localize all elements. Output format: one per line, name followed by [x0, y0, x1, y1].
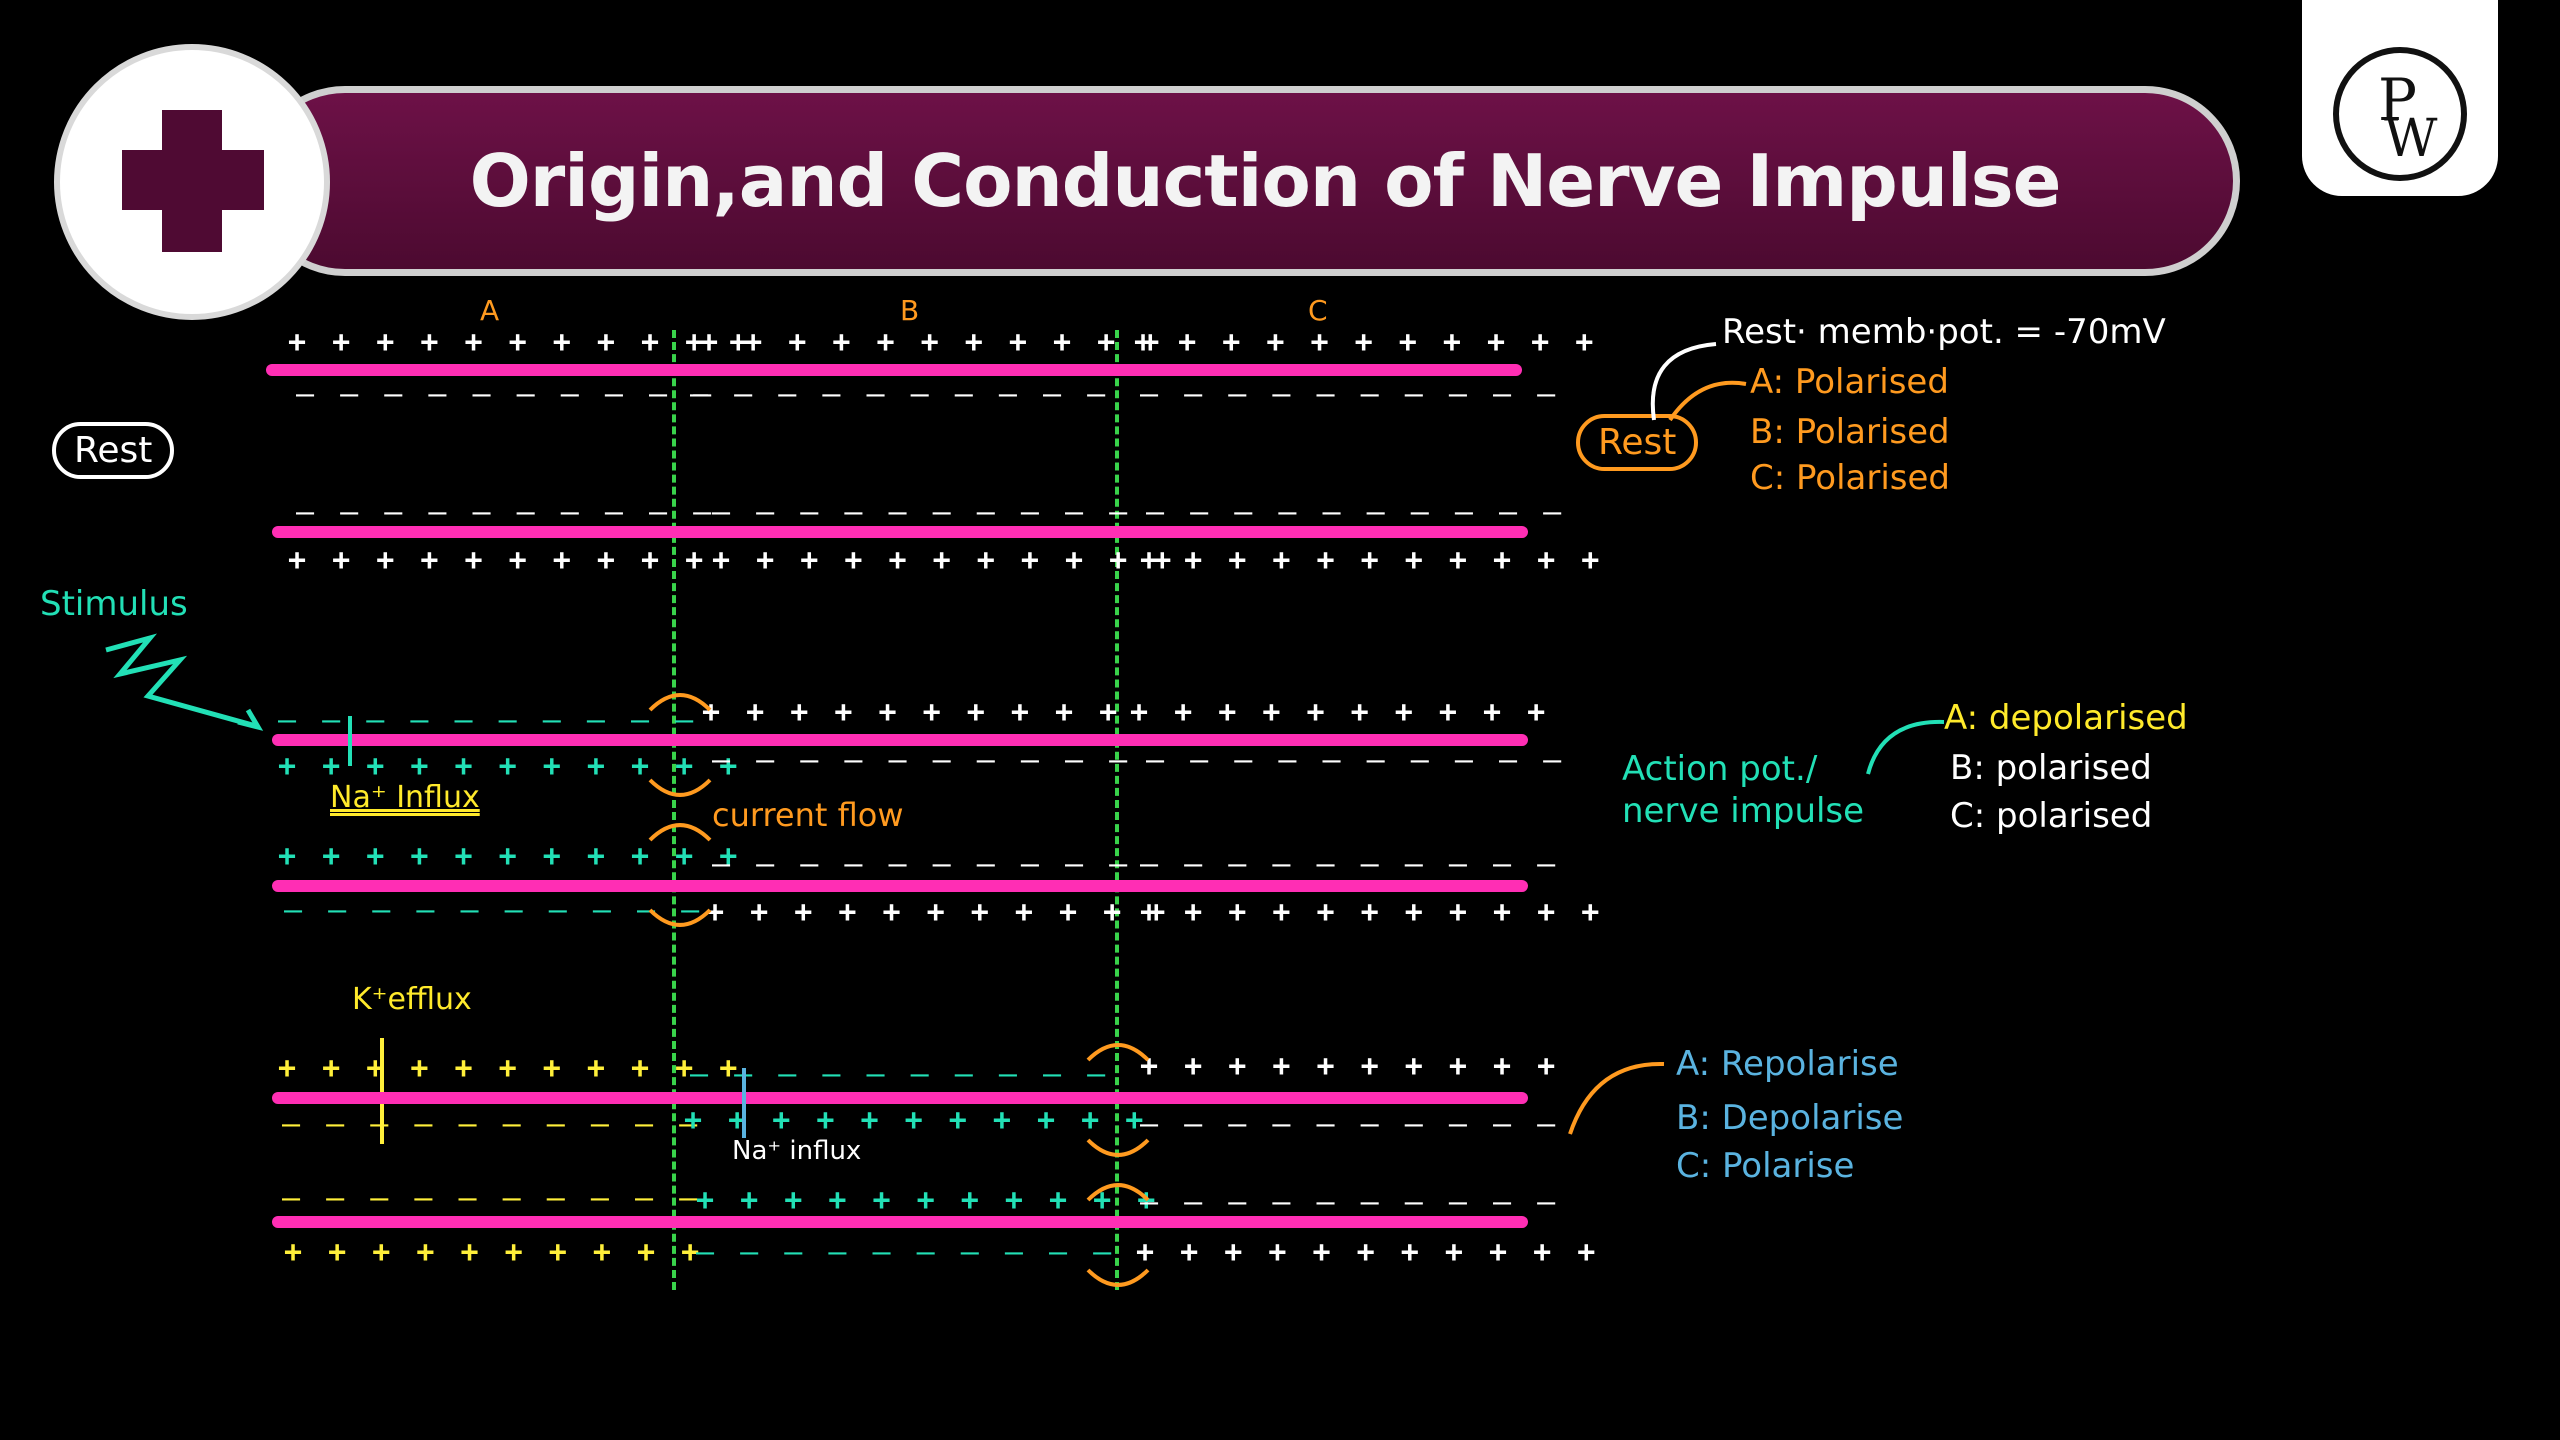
title-banner [250, 86, 2240, 276]
charges-row2-top-a: — — — — — — — — — — [296, 495, 716, 530]
action-arrow-icon [1866, 719, 1945, 775]
na-influx-arrow-2 [742, 1068, 746, 1138]
charges-row5-top-c: + + + + + + + + + + [1140, 1049, 1560, 1084]
charges-row5-bot-b: + + + + + + + + + + + [684, 1103, 1148, 1138]
rest-potential-note: Rest· memb·pot. = -70mV [1722, 312, 2166, 352]
charges-row6-top-a: — — — — — — — — — — [282, 1181, 702, 1216]
stimulus-label: Stimulus [40, 584, 188, 624]
rest-item-c: C: Polarised [1750, 458, 1951, 498]
rest-item-b: B: Polarised [1750, 412, 1950, 452]
charges-row3-bot-b: — — — — — — — — — — [712, 743, 1132, 778]
segment-label-c: C [1308, 294, 1328, 327]
charges-row1-bot-c: — — — — — — — — — — [1140, 377, 1560, 412]
charges-row6-top-b: + + + + + + + + + + + [696, 1183, 1160, 1218]
current-flow-arcs-2-icon [1086, 1043, 1150, 1287]
charges-row4-bot-b: + + + + + + + + + + + [706, 895, 1170, 930]
charges-row4-top-b: — — — — — — — — — — [712, 847, 1132, 882]
charges-row3-top-c: + + + + + + + + + + [1130, 695, 1550, 730]
pw-badge [2302, 0, 2498, 196]
charges-row3-top-a: — — — — — — — — — — [278, 703, 698, 738]
k-efflux-arrow [380, 1038, 384, 1144]
plus-icon-horizontal [122, 150, 264, 210]
page-title: Origin,and Conduction of Nerve Impulse [469, 139, 2062, 223]
charges-row1-bot-b: — — — — — — — — — — [690, 377, 1110, 412]
stimulus-zigzag-icon [105, 633, 264, 731]
charges-row4-top-a: + + + + + + + + + + + [278, 839, 742, 874]
charges-row5-top-a: + + + + + + + + + + + [278, 1051, 742, 1086]
repol-item-b: B: Depolarise [1676, 1098, 1904, 1138]
membrane-6 [272, 1216, 1528, 1228]
membrane-5 [272, 1092, 1528, 1104]
action-potential-tag: Action pot./ nerve impulse [1622, 749, 1865, 831]
charges-row2-bot-c: + + + + + + + + + + + [1140, 543, 1604, 578]
rest-item-a: A: Polarised [1750, 362, 1949, 402]
repol-arrow-icon [1568, 1061, 1665, 1135]
charges-row2-bot-a: + + + + + + + + + + [288, 543, 708, 578]
current-flow-arcs-icon [648, 693, 712, 927]
charges-row2-top-b: — — — — — — — — — — [712, 495, 1132, 530]
charges-row2-bot-b: + + + + + + + + + + + [712, 543, 1176, 578]
segment-label-b: B [900, 294, 920, 327]
charges-row6-bot-a: + + + + + + + + + + [284, 1235, 704, 1270]
charges-row6-bot-c: + + + + + + + + + + + [1136, 1235, 1600, 1270]
charges-row2-top-c: — — — — — — — — — — [1146, 495, 1566, 530]
charges-row1-top-b: + + + + + + + + + + + [700, 325, 1164, 360]
segment-label-a: A [480, 294, 500, 327]
divider-bc [1115, 330, 1119, 1290]
action-item-c: C: polarised [1950, 796, 2153, 836]
membrane-3 [272, 734, 1528, 746]
charges-row1-top-c: + + + + + + + + + + + [1134, 325, 1598, 360]
membrane-2 [272, 526, 1528, 538]
na-influx-arrow-1 [348, 716, 352, 766]
charges-row5-bot-c: — — — — — — — — — — [1140, 1107, 1560, 1142]
pw-logo-w: W [2384, 109, 2438, 169]
rest-pill: Rest [52, 422, 175, 479]
action-item-a: A: depolarised [1944, 698, 2188, 738]
charges-row6-bot-b: — — — — — — — — — — [696, 1235, 1116, 1270]
charges-row4-bot-a: — — — — — — — — — — [284, 893, 704, 928]
action-item-b: B: polarised [1950, 748, 2152, 788]
charges-row6-top-c: — — — — — — — — — — [1140, 1185, 1560, 1220]
k-efflux-label: K⁺efflux [352, 982, 472, 1017]
na-influx-label-1: Na⁺ Influx [330, 780, 480, 815]
na-influx-label-2: Na⁺ influx [732, 1136, 862, 1166]
membrane-4 [272, 880, 1528, 892]
repol-item-a: A: Repolarise [1676, 1044, 1899, 1084]
pw-logo-icon: P W [2333, 47, 2467, 181]
rest-arrows-icon [1650, 342, 1747, 422]
charges-row3-top-b: + + + + + + + + + + [702, 695, 1122, 730]
charges-row4-bot-c: + + + + + + + + + + + [1140, 895, 1604, 930]
charges-row5-top-b: — — — — — — — — — — [690, 1057, 1110, 1092]
rest-tag: Rest [1576, 414, 1699, 471]
charges-row1-top-a: + + + + + + + + + + + [288, 325, 752, 360]
charges-row5-bot-a: — — — — — — — — — — [282, 1107, 702, 1142]
repol-item-c: C: Polarise [1676, 1146, 1855, 1186]
charges-row3-bot-a: + + + + + + + + + + + [278, 749, 742, 784]
charges-row3-bot-c: — — — — — — — — — — [1146, 743, 1566, 778]
charges-row4-top-c: — — — — — — — — — — [1140, 847, 1560, 882]
pw-logo-p: P [2378, 66, 2417, 134]
current-flow-label: current flow [712, 796, 904, 834]
membrane-1 [266, 364, 1522, 376]
charges-row1-bot-a: — — — — — — — — — — [296, 377, 716, 412]
divider-ab [672, 330, 676, 1290]
